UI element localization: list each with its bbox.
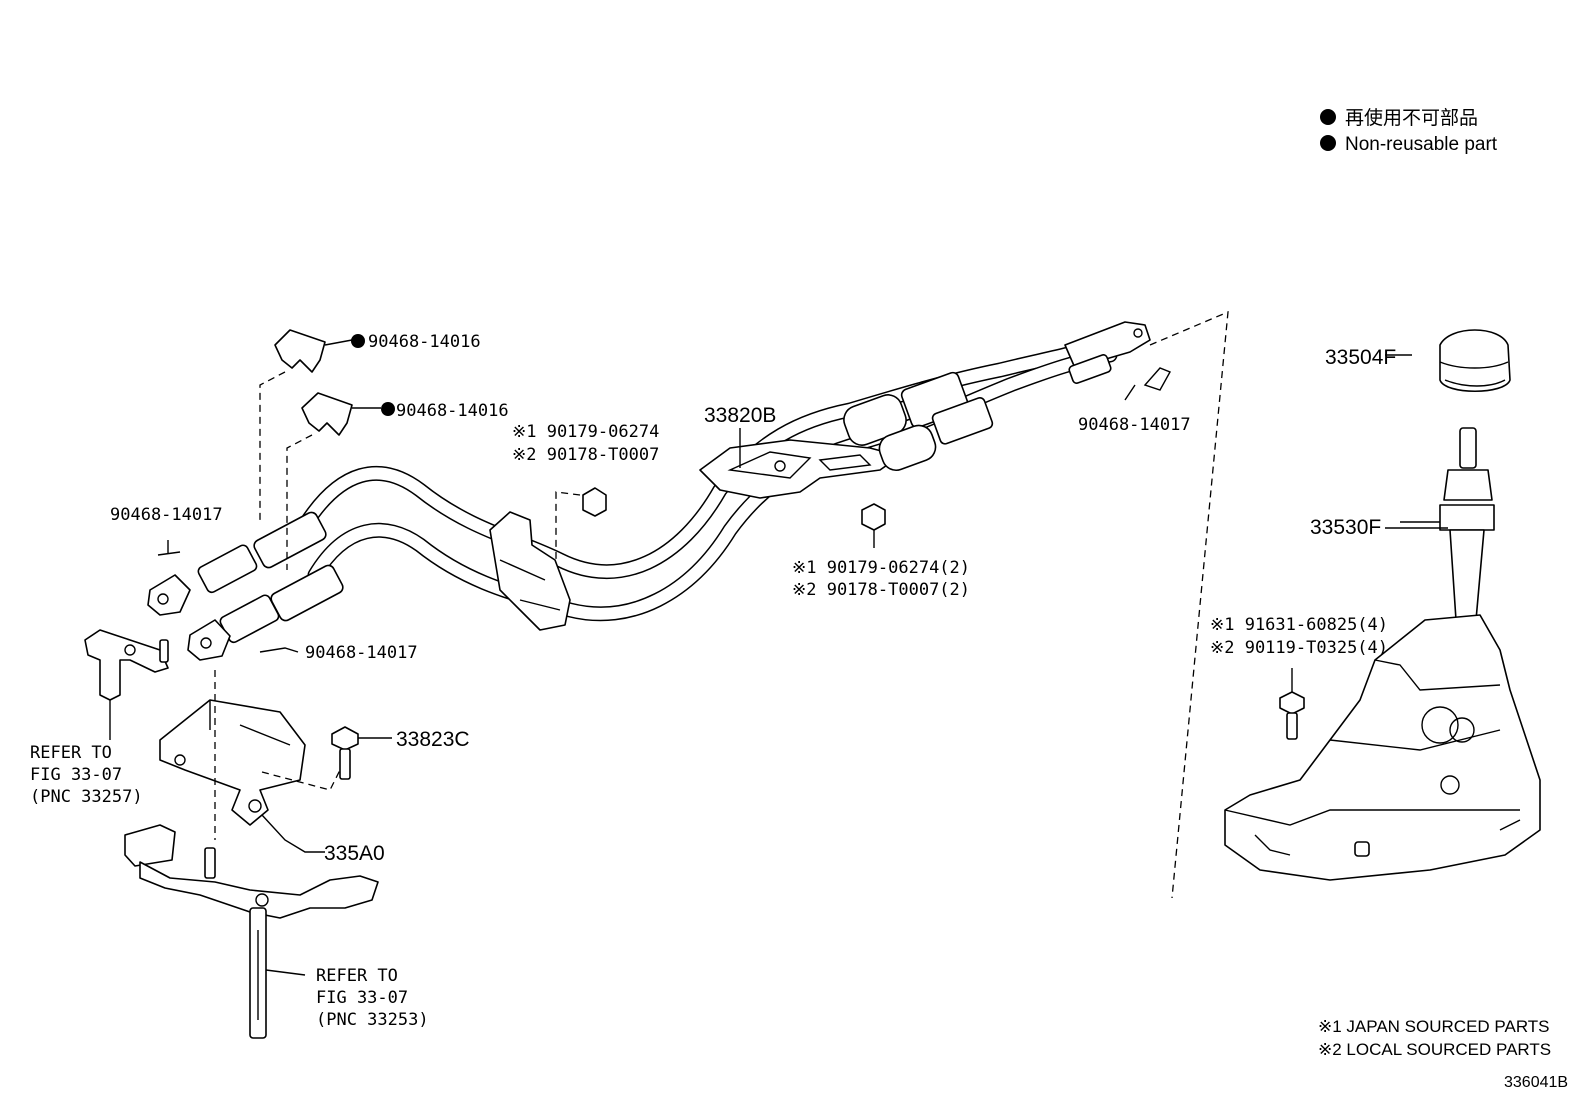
leader-lines <box>739 354 1448 529</box>
legend-jp-label: 再使用不可部品 <box>1345 107 1478 129</box>
shift-lever-assembly <box>1224 329 1541 881</box>
legend-en-label: Non-reusable part <box>1345 134 1498 155</box>
legend: 再使用不可部品 Non-reusable part <box>1320 107 1498 155</box>
non-reusable-dot-icon <box>381 402 395 416</box>
label-bolt-1: ※1 91631-60825(4) <box>1210 615 1388 635</box>
figure-id: 336041B <box>1504 1074 1568 1091</box>
callout-labels: 90468-14016 90468-14016 90468-14017 9046… <box>110 332 1396 865</box>
lever-bracket-left <box>84 629 169 701</box>
refer-bottom: REFER TO FIG 33-07 (PNC 33253) <box>316 966 429 1030</box>
upper-nut <box>555 487 607 560</box>
refer-left-line2: FIG 33-07 <box>30 765 122 785</box>
refer-left-line3: (PNC 33257) <box>30 787 143 807</box>
refer-bottom-line2: FIG 33-07 <box>316 988 408 1008</box>
group-boundary <box>1149 310 1229 899</box>
lever-bracket-bottom <box>124 824 379 1039</box>
label-pin-left: 90468-14017 <box>110 505 223 525</box>
label-clip-upper: 90468-14016 <box>368 332 481 352</box>
refer-bottom-line1: REFER TO <box>316 966 398 986</box>
label-lever: 33530F <box>1310 516 1381 539</box>
bracket-335a0 <box>159 670 341 853</box>
note-japan: ※1 JAPAN SOURCED PARTS <box>1318 1017 1550 1036</box>
label-bolt-2: ※2 90119-T0325(4) <box>1210 638 1388 658</box>
note-local: ※2 LOCAL SOURCED PARTS <box>1318 1040 1551 1059</box>
middle-nut <box>861 503 886 548</box>
left-cable-ends <box>147 511 344 661</box>
label-nut-mid-1: ※1 90179-06274(2) <box>792 558 970 578</box>
bolt-right <box>1279 668 1305 740</box>
refer-left: REFER TO FIG 33-07 (PNC 33257) <box>30 700 143 807</box>
label-nut-mid-2: ※2 90178-T0007(2) <box>792 580 970 600</box>
label-pin-right: 90468-14017 <box>1078 415 1191 435</box>
label-pin-mid: 90468-14017 <box>305 643 418 663</box>
label-knob: 33504F <box>1325 346 1396 369</box>
label-bracket: 335A0 <box>324 842 385 865</box>
non-reusable-dot-icon <box>351 334 365 348</box>
label-cable-assy: 33820B <box>704 404 776 427</box>
label-bolt-small: 33823C <box>396 728 470 751</box>
non-reusable-dot-icon <box>1320 135 1336 151</box>
label-clip-lower: 90468-14016 <box>396 401 509 421</box>
non-reusable-dot-icon <box>1320 109 1336 125</box>
label-nut-top-1: ※1 90179-06274 <box>512 422 659 442</box>
shift-cable-assembly <box>147 321 1151 661</box>
label-nut-top-2: ※2 90178-T0007 <box>512 445 659 465</box>
refer-left-line1: REFER TO <box>30 743 112 763</box>
right-cable-ends <box>843 321 1151 472</box>
source-notes: ※1 JAPAN SOURCED PARTS ※2 LOCAL SOURCED … <box>1318 1017 1568 1091</box>
shift-knob <box>1439 329 1511 393</box>
bolt-33823c <box>331 726 392 780</box>
refer-bottom-line3: (PNC 33253) <box>316 1010 429 1030</box>
retaining-clips <box>259 329 395 570</box>
hair-pins <box>157 367 1171 653</box>
